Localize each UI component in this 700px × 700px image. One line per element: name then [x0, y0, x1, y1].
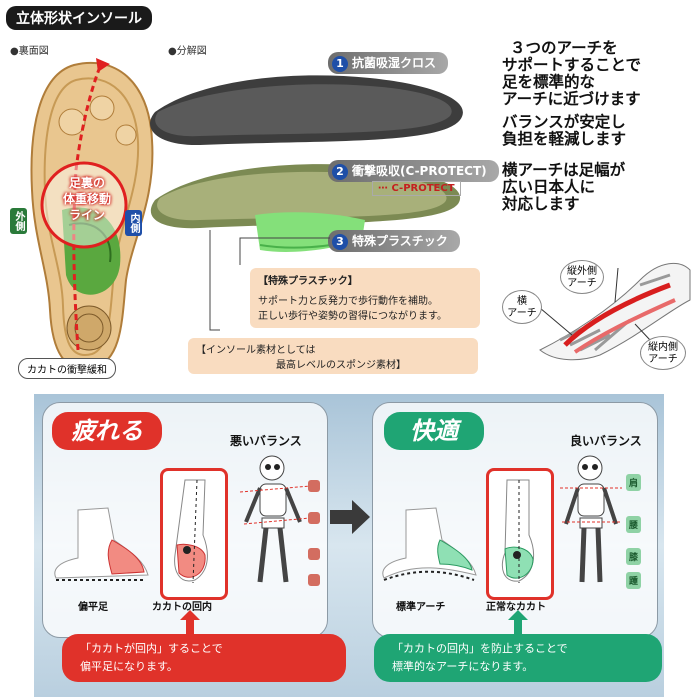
balance-text: バランスが安定し 負担を軽減します: [502, 113, 627, 148]
outer-side-badge: 外側: [10, 208, 27, 234]
good-explanation-pill: 「カカトの回内」を防止することで 標準的なアーチになります。: [374, 634, 662, 682]
material-info-box: 【インソール素材としては 最高レベルのスポンジ素材】: [188, 338, 478, 374]
good-balance-label: 良いバランス: [570, 434, 642, 448]
heel-label: カカトの衝撃緩和: [18, 358, 116, 379]
connector-lines: [209, 230, 330, 331]
normal-heel-illustration: [501, 479, 535, 583]
good-skeleton-illustration: [560, 455, 622, 583]
bad-title: 疲れる: [52, 412, 162, 450]
normal-arch-caption: 標準アーチ: [396, 602, 446, 613]
arch-inner-label: 縦内側アーチ: [640, 336, 686, 370]
bad-heel-caption: カカトの回内: [152, 602, 212, 613]
normal-arch-illustration: [382, 507, 477, 581]
good-heel-caption: 正常なカカト: [486, 602, 546, 613]
body-part-shoulder: 肩: [626, 474, 642, 491]
body-part-heel: 踵: [626, 572, 642, 589]
header-title: 立体形状インソール: [6, 6, 152, 30]
good-up-arrow-icon: [508, 610, 528, 634]
weight-line-text: 足裏の 体重移動 ライン: [62, 176, 111, 222]
body-part-knee: 膝: [626, 548, 642, 565]
flat-foot-caption: 偏平足: [78, 602, 108, 613]
layers-illustration: [150, 75, 463, 252]
bad-skeleton-illustration: [239, 455, 320, 586]
back-view-label: ●裏面図: [10, 46, 49, 57]
arrow-right-icon: [330, 500, 370, 534]
plastic-info-box: 【特殊プラスチック】 サポート力と反発力で歩行動作を補助。 正しい歩行や姿勢の習…: [250, 268, 480, 328]
flat-foot-illustration: [54, 507, 149, 581]
c-protect-icon: ⋯: [378, 183, 388, 194]
c-protect-logo: ⋯ C-PROTECT: [372, 181, 461, 196]
exploded-view-label: ●分解図: [168, 46, 207, 57]
body-part-waist: 腰: [626, 516, 642, 533]
good-title: 快適: [384, 412, 484, 450]
foot-arch-illustration: [539, 262, 691, 361]
bad-balance-label: 悪いバランス: [230, 434, 302, 448]
arch-outer-label: 縦外側アーチ: [560, 260, 604, 294]
inner-side-badge: 内側: [125, 210, 142, 236]
insole-back-illustration: [30, 58, 154, 371]
bad-explanation-pill: 「カカトが回内」することで 偏平足になります。: [62, 634, 346, 682]
arch-cross-label: 横アーチ: [502, 290, 542, 324]
arch-support-text: ３つのアーチを サポートすることで 足を標準的な アーチに近づけます: [502, 39, 642, 108]
cross-arch-text: 横アーチは足幅が 広い日本人に 対応します: [502, 161, 626, 213]
pronated-heel-illustration: [174, 479, 208, 584]
bad-up-arrow-icon: [180, 610, 200, 634]
